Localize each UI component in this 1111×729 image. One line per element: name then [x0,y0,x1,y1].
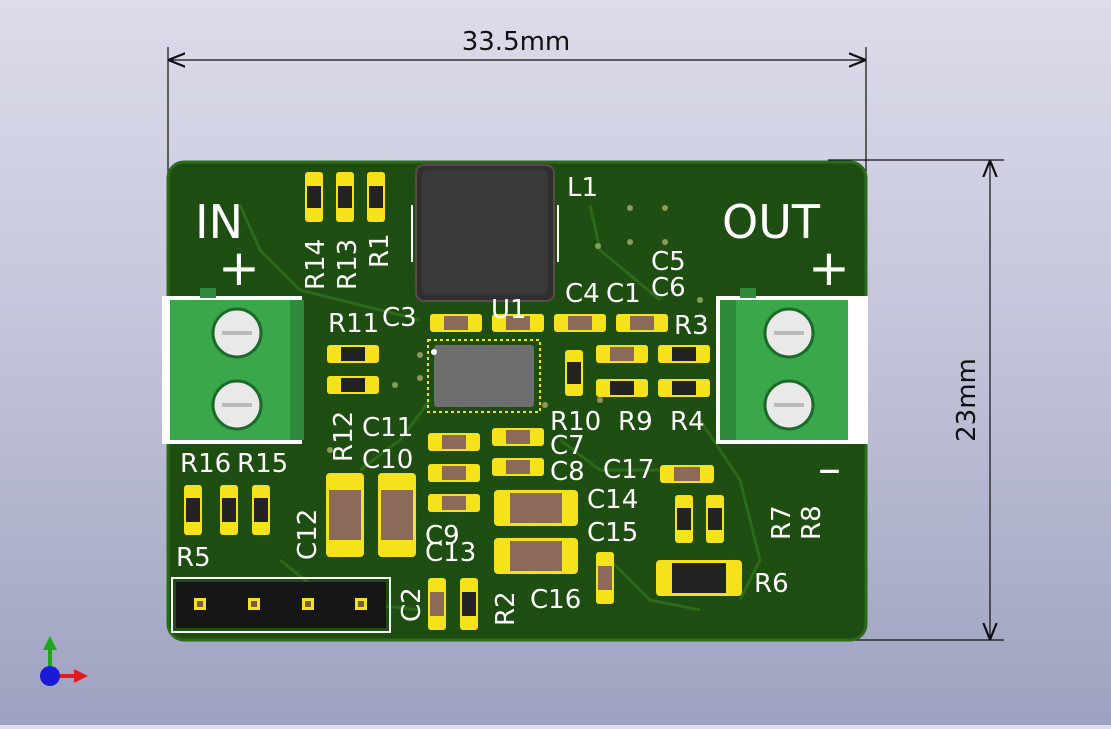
refdes-c7: C7 [550,431,585,461]
refdes-r8: R8 [797,505,827,540]
refdes-r5: R5 [176,543,211,573]
dimension-height: 23mm [828,159,1004,641]
label-in: IN [195,195,243,249]
refdes-u1: U1 [491,295,527,325]
silkscreen: IN + OUT + – L1 C5 C4 C1 C6 C3 U1 R11 R3… [176,173,850,626]
refdes-c10: C10 [362,445,413,475]
vias [327,205,703,453]
refdes-r6: R6 [754,569,789,599]
inductor-l1[interactable] [404,164,559,302]
ic-u1[interactable] [427,339,541,413]
refdes-c2: C2 [397,587,427,622]
refdes-c9: C9 [425,521,460,551]
refdes-r11: R11 [328,309,379,339]
refdes-c15: C15 [587,518,638,548]
label-out-minus: – [818,441,841,495]
refdes-r14: R14 [301,239,331,290]
refdes-r16: R16 [180,449,231,479]
refdes-r2: R2 [491,591,521,626]
refdes-c5: C5 [651,247,686,277]
refdes-c17: C17 [603,455,654,485]
label-in-plus: + [218,239,260,297]
refdes-c1: C1 [606,279,641,309]
refdes-c13: C13 [425,538,476,568]
dimension-height-label: 23mm [952,358,982,442]
pin-header[interactable] [171,577,391,633]
refdes-c12: C12 [293,509,323,560]
refdes-c14: C14 [587,485,638,515]
label-out: OUT [722,195,821,249]
label-out-plus: + [808,239,850,297]
refdes-r10: R10 [550,407,601,437]
refdes-c16: C16 [530,585,581,615]
refdes-c8: C8 [550,457,585,487]
refdes-r13: R13 [333,239,363,290]
refdes-r15: R15 [237,449,288,479]
refdes-r12: R12 [329,411,359,462]
dimension-width-label: 33.5mm [462,27,571,57]
xyz-axes-icon [40,636,88,686]
refdes-c3: C3 [382,303,417,333]
dimension-width: 33.5mm [167,27,867,192]
refdes-r4: R4 [670,407,705,437]
smd-components[interactable] [184,172,742,630]
terminal-block-in[interactable] [162,288,304,444]
terminal-block-out[interactable] [716,288,868,444]
refdes-r3: R3 [674,311,709,341]
refdes-c11: C11 [362,413,413,443]
refdes-r1: R1 [365,233,395,268]
refdes-c6: C6 [651,273,686,303]
refdes-r7: R7 [767,505,797,540]
refdes-l1: L1 [567,173,598,203]
refdes-c4: C4 [565,279,600,309]
refdes-r9: R9 [618,407,653,437]
